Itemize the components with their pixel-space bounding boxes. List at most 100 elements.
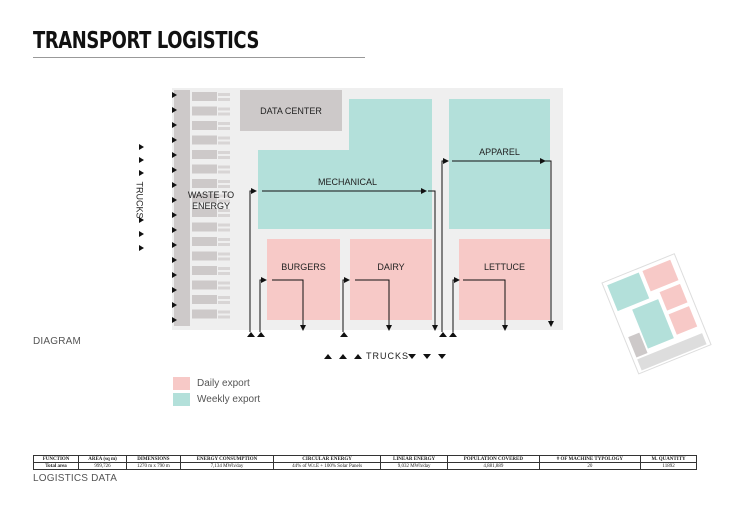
table-cell: 999,726	[78, 462, 127, 470]
truck-arrow-icon	[172, 92, 177, 98]
title-divider	[33, 57, 365, 58]
waste-bar	[218, 252, 230, 256]
waste-bar	[218, 301, 230, 304]
truck-arrow-icon	[172, 167, 177, 173]
waste-bar	[192, 179, 217, 188]
truck-arrow-icon	[172, 182, 177, 188]
zone-data-center	[240, 90, 342, 131]
waste-bar	[218, 209, 230, 212]
label-lettuce: LETTUCE	[483, 262, 525, 272]
waste-bar	[218, 93, 230, 96]
table-cell: 11892	[640, 462, 697, 470]
truck-arrow-icon	[172, 227, 177, 233]
waste-bar	[192, 222, 217, 232]
legend-swatch-weekly	[173, 393, 190, 406]
waste-bar	[192, 164, 217, 174]
waste-bar	[218, 165, 230, 169]
trucks-bottom-label: TRUCKS	[366, 351, 410, 361]
table-cell: 7,134 MWh/day	[179, 462, 275, 470]
waste-bar	[218, 141, 230, 145]
waste-bar	[218, 112, 230, 116]
logistics-data-label: LOGISTICS DATA	[33, 473, 118, 484]
table-cell: 44% of W.t.E + 100% Solar Panels	[273, 462, 382, 470]
waste-bar	[192, 92, 217, 101]
waste-bar	[218, 194, 230, 198]
trucks-left-label: TRUCKS	[134, 181, 145, 219]
waste-bar	[192, 237, 217, 246]
truck-arrow-icon	[172, 242, 177, 248]
table-cell: 20	[538, 462, 642, 470]
waste-bar	[218, 281, 230, 285]
legend-label: Daily export	[197, 378, 250, 389]
waste-bar	[218, 122, 230, 125]
waste-bars	[192, 92, 230, 319]
truck-arrow-icon	[172, 122, 177, 128]
truck-arrow-icon	[139, 217, 144, 223]
bottom-truck-arrows	[247, 332, 457, 359]
waste-bar	[192, 106, 217, 116]
waste-bar	[218, 98, 230, 101]
truck-arrow-icon	[172, 317, 177, 323]
col-header: # OF MACHINE TYPOLOGY	[538, 455, 642, 463]
waste-bar	[218, 310, 230, 314]
col-header: CIRCULAR ENERGY	[273, 455, 382, 463]
col-header: AREA (sq m)	[78, 455, 127, 463]
table-cell: 4,881,889	[447, 462, 540, 470]
waste-bar	[218, 199, 230, 203]
truck-arrow-icon	[139, 170, 144, 176]
table-header-row: FUNCTION AREA (sq m) DIMENSIONS ENERGY C…	[32, 455, 697, 463]
truck-arrow-icon	[139, 157, 144, 163]
truck-arrow-icon	[172, 287, 177, 293]
legend-daily: Daily export	[173, 377, 250, 390]
truck-arrow-icon	[172, 197, 177, 203]
waste-bar	[218, 272, 230, 275]
diagram-section-label: DIAGRAM	[33, 336, 82, 347]
truck-entry-arrows	[139, 92, 177, 323]
zone-mechanical	[258, 99, 432, 229]
truck-arrow-icon	[139, 144, 144, 150]
logistics-table: FUNCTION AREA (sq m) DIMENSIONS ENERGY C…	[32, 455, 697, 470]
waste-bar	[218, 107, 230, 111]
waste-bar	[218, 228, 230, 232]
waste-bar	[192, 266, 217, 275]
waste-bar	[218, 170, 230, 174]
flow-arrows	[249, 158, 554, 332]
waste-bar	[192, 208, 217, 217]
table-cell: 1270 m x 790 m	[126, 462, 181, 470]
waste-bar	[218, 214, 230, 217]
table-cell: Total area	[32, 462, 80, 470]
waste-bar	[218, 180, 230, 183]
waste-bar	[192, 121, 217, 130]
label-waste-2: ENERGY	[191, 201, 230, 211]
waste-bar	[192, 280, 217, 290]
waste-bar	[218, 315, 230, 319]
col-header: M. QUANTITY	[640, 455, 697, 463]
col-header: ENERGY CONSUMPTION	[179, 455, 275, 463]
waste-bar	[218, 267, 230, 270]
waste-bar	[192, 295, 217, 304]
waste-bar	[218, 286, 230, 290]
waste-bar	[192, 309, 217, 319]
waste-column	[174, 90, 190, 326]
label-dairy: DAIRY	[377, 262, 405, 272]
truck-arrow-icon	[172, 302, 177, 308]
page-title: TRANSPORT LOGISTICS	[33, 28, 260, 54]
col-header: POPULATION COVERED	[447, 455, 540, 463]
truck-arrow-icon	[139, 245, 144, 251]
waste-bar	[218, 127, 230, 130]
col-header: LINEAR ENERGY	[380, 455, 449, 463]
waste-bar	[192, 193, 217, 203]
waste-bar	[218, 156, 230, 159]
waste-bar	[218, 243, 230, 246]
zone-apparel	[449, 99, 550, 229]
legend-swatch-daily	[173, 377, 190, 390]
waste-bar	[218, 151, 230, 154]
waste-bar	[192, 251, 217, 261]
legend-label: Weekly export	[197, 394, 261, 405]
waste-bar	[218, 238, 230, 241]
truck-arrow-icon	[172, 107, 177, 113]
table-cell: 9,032 MWh/day	[380, 462, 449, 470]
col-header: DIMENSIONS	[126, 455, 181, 463]
